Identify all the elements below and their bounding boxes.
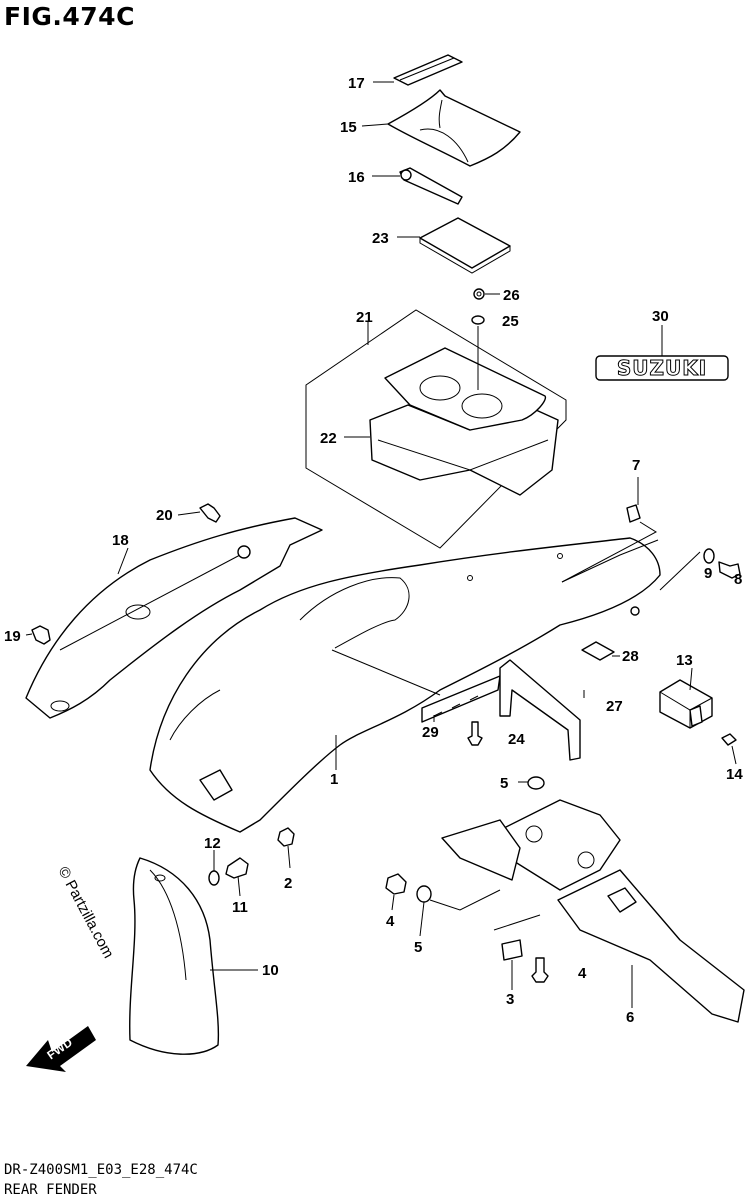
emblem-text: SUZUKI [617, 356, 707, 380]
callout-18: 18 [112, 532, 129, 549]
callout-10: 10 [262, 962, 279, 979]
part-13-relay[interactable] [659, 679, 713, 729]
part-30-suzuki-emblem[interactable]: SUZUKI [595, 355, 729, 381]
callout-24: 24 [508, 731, 525, 748]
part-12-washer[interactable] [208, 870, 220, 886]
leader-lines [25, 81, 737, 1008]
callout-11: 11 [232, 899, 248, 916]
part-26-nut[interactable] [473, 288, 485, 300]
callout-17: 17 [348, 75, 365, 92]
callout-19: 19 [4, 628, 21, 645]
assembly-21-frame [305, 309, 567, 549]
part-18-mudguard[interactable] [25, 517, 323, 719]
footer-code: DR-Z400SM1_E03_E28_474C [4, 1162, 198, 1178]
part-19-bolt[interactable] [31, 625, 51, 645]
callout-4-right: 4 [578, 965, 587, 982]
callout-28: 28 [622, 648, 639, 665]
part-20-bolt[interactable] [199, 503, 221, 523]
callout-23: 23 [372, 230, 389, 247]
callout-1: 1 [330, 771, 338, 788]
callout-30: 30 [652, 308, 669, 325]
callout-4-left: 4 [386, 913, 395, 930]
part-25-grommet[interactable] [471, 315, 485, 325]
callout-27: 27 [606, 698, 623, 715]
callout-16: 16 [348, 169, 365, 186]
fwd-arrow-icon: FWD [26, 1026, 96, 1072]
part-8-bolt[interactable] [718, 561, 741, 579]
figure-title: FIG.474C [4, 2, 135, 31]
callout-9: 9 [704, 565, 712, 582]
watermark: © Partzilla.com [54, 864, 116, 961]
callout-2: 2 [284, 875, 292, 892]
callout-7: 7 [632, 457, 640, 474]
part-3-clip[interactable] [501, 939, 549, 983]
part-24-screw[interactable] [467, 721, 483, 746]
part-22-tool-tray[interactable] [369, 347, 559, 496]
callout-20: 20 [156, 507, 173, 524]
footer-name: REAR FENDER [4, 1182, 97, 1198]
callout-5-bottom: 5 [414, 939, 422, 956]
part-7-clip[interactable] [626, 504, 641, 523]
part-29-decal[interactable] [421, 675, 501, 723]
part-5-grommet-bottom[interactable] [416, 885, 432, 903]
callout-labels: 17 15 16 23 26 25 21 22 30 7 9 8 28 13 2… [4, 75, 743, 1026]
callout-12: 12 [204, 835, 221, 852]
part-1-rear-fender[interactable] [149, 537, 661, 833]
callout-15: 15 [340, 119, 357, 136]
part-23-owners-manual[interactable] [419, 217, 511, 274]
bracket-plate [441, 819, 521, 881]
callout-25: 25 [502, 313, 519, 330]
part-4-bolt[interactable] [385, 873, 407, 895]
callout-6: 6 [626, 1009, 634, 1026]
part-16-tool[interactable] [399, 167, 463, 205]
callout-26: 26 [503, 287, 520, 304]
callout-22: 22 [320, 430, 337, 447]
callout-3: 3 [506, 991, 514, 1008]
part-6-fender-bracket[interactable] [499, 799, 745, 1023]
part-10-inner-fender[interactable] [129, 857, 220, 1055]
part-14-screw[interactable] [721, 733, 737, 746]
part-15-tool-bag[interactable] [387, 89, 521, 167]
callout-21: 21 [356, 309, 373, 326]
part-5-grommet-top[interactable] [527, 776, 545, 790]
part-9-washer[interactable] [703, 548, 715, 564]
part-17-strap[interactable] [393, 54, 463, 86]
part-28-pad[interactable] [581, 641, 615, 661]
callout-14: 14 [726, 766, 743, 783]
part-27-grip[interactable] [499, 659, 581, 761]
part-2-nut[interactable] [277, 827, 295, 847]
callout-13: 13 [676, 652, 693, 669]
callout-8: 8 [734, 571, 742, 588]
callout-5-top: 5 [500, 775, 508, 792]
callout-29: 29 [422, 724, 439, 741]
part-11-bolt[interactable] [225, 857, 249, 879]
